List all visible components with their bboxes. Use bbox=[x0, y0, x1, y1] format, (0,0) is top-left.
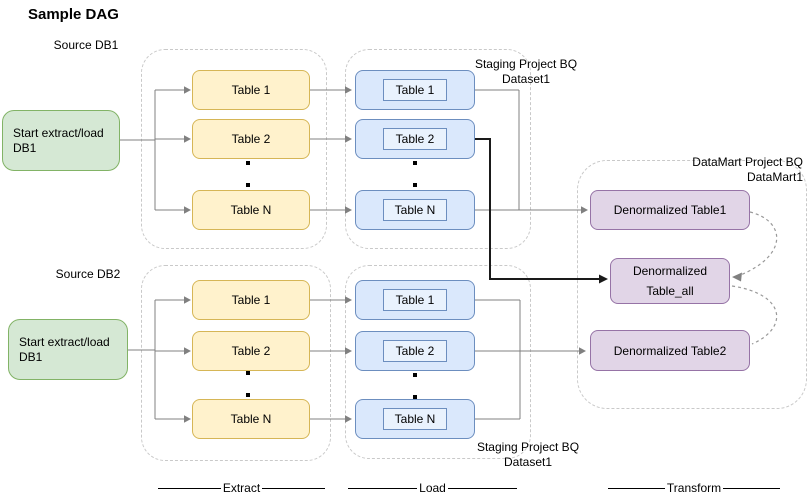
load2-table-n-label: Table N bbox=[383, 408, 447, 430]
load1-table-n-label: Table N bbox=[383, 199, 447, 221]
load1-table-2-label: Table 2 bbox=[383, 128, 447, 150]
extract-group-1 bbox=[141, 49, 327, 249]
source2-start-node: Start extract/load DB1 bbox=[8, 319, 128, 380]
ellipsis-dot bbox=[246, 183, 250, 187]
page-title: Sample DAG bbox=[28, 6, 119, 23]
load2-table-2: Table 2 bbox=[355, 331, 475, 371]
load-group-2 bbox=[345, 265, 531, 459]
legend-extract: Extract bbox=[158, 481, 325, 495]
denormalized-table2-node: Denormalized Table2 bbox=[590, 330, 750, 371]
staging-label-2: Staging Project BQ Dataset1 bbox=[476, 440, 580, 469]
load1-table-n: Table N bbox=[355, 190, 475, 230]
legend-transform-label: Transform bbox=[666, 481, 722, 495]
ellipsis-dot bbox=[413, 395, 417, 399]
ellipsis-dot bbox=[413, 183, 417, 187]
load1-table-1: Table 1 bbox=[355, 70, 475, 110]
extract1-table-2: Table 2 bbox=[192, 119, 310, 159]
source2-start-label: Start extract/load DB1 bbox=[19, 334, 110, 364]
legend-transform: Transform bbox=[608, 481, 781, 495]
load2-table-2-label: Table 2 bbox=[383, 340, 447, 362]
source1-start-node: Start extract/load DB1 bbox=[2, 110, 120, 171]
load2-table-1: Table 1 bbox=[355, 280, 475, 320]
extract1-table-1: Table 1 bbox=[192, 70, 310, 110]
extract-group-2 bbox=[141, 265, 331, 461]
legend-load: Load bbox=[348, 481, 518, 495]
ellipsis-dot bbox=[413, 373, 417, 377]
legend-load-label: Load bbox=[419, 481, 446, 495]
legend-line bbox=[723, 487, 781, 489]
ellipsis-dot bbox=[246, 393, 250, 397]
load1-table-2: Table 2 bbox=[355, 119, 475, 159]
legend-line bbox=[348, 487, 418, 489]
legend-extract-label: Extract bbox=[222, 481, 261, 495]
legend-line bbox=[262, 487, 325, 489]
denormalized-table1-node: Denormalized Table1 bbox=[590, 190, 750, 230]
ellipsis-dot bbox=[246, 161, 250, 165]
datamart-label: DataMart Project BQ DataMart1 bbox=[692, 155, 803, 184]
denormalized-table-all-node: Denormalized Table_all bbox=[610, 258, 730, 304]
load2-table-1-label: Table 1 bbox=[383, 289, 447, 311]
load1-table-1-label: Table 1 bbox=[383, 79, 447, 101]
load2-table-n: Table N bbox=[355, 399, 475, 439]
ellipsis-dot bbox=[246, 371, 250, 375]
legend-line bbox=[158, 487, 221, 489]
extract2-table-2: Table 2 bbox=[192, 331, 310, 371]
datamart-group bbox=[577, 160, 807, 409]
ellipsis-dot bbox=[413, 161, 417, 165]
legend-line bbox=[608, 487, 665, 489]
legend-line bbox=[447, 487, 518, 489]
extract1-table-n: Table N bbox=[192, 190, 310, 230]
staging-label-1: Staging Project BQ Dataset1 bbox=[474, 57, 578, 86]
source2-label: Source DB2 bbox=[55, 267, 121, 281]
extract2-table-n: Table N bbox=[192, 399, 310, 439]
source1-start-label: Start extract/load DB1 bbox=[13, 125, 104, 155]
source1-label: Source DB1 bbox=[53, 38, 119, 52]
extract2-table-1: Table 1 bbox=[192, 280, 310, 320]
